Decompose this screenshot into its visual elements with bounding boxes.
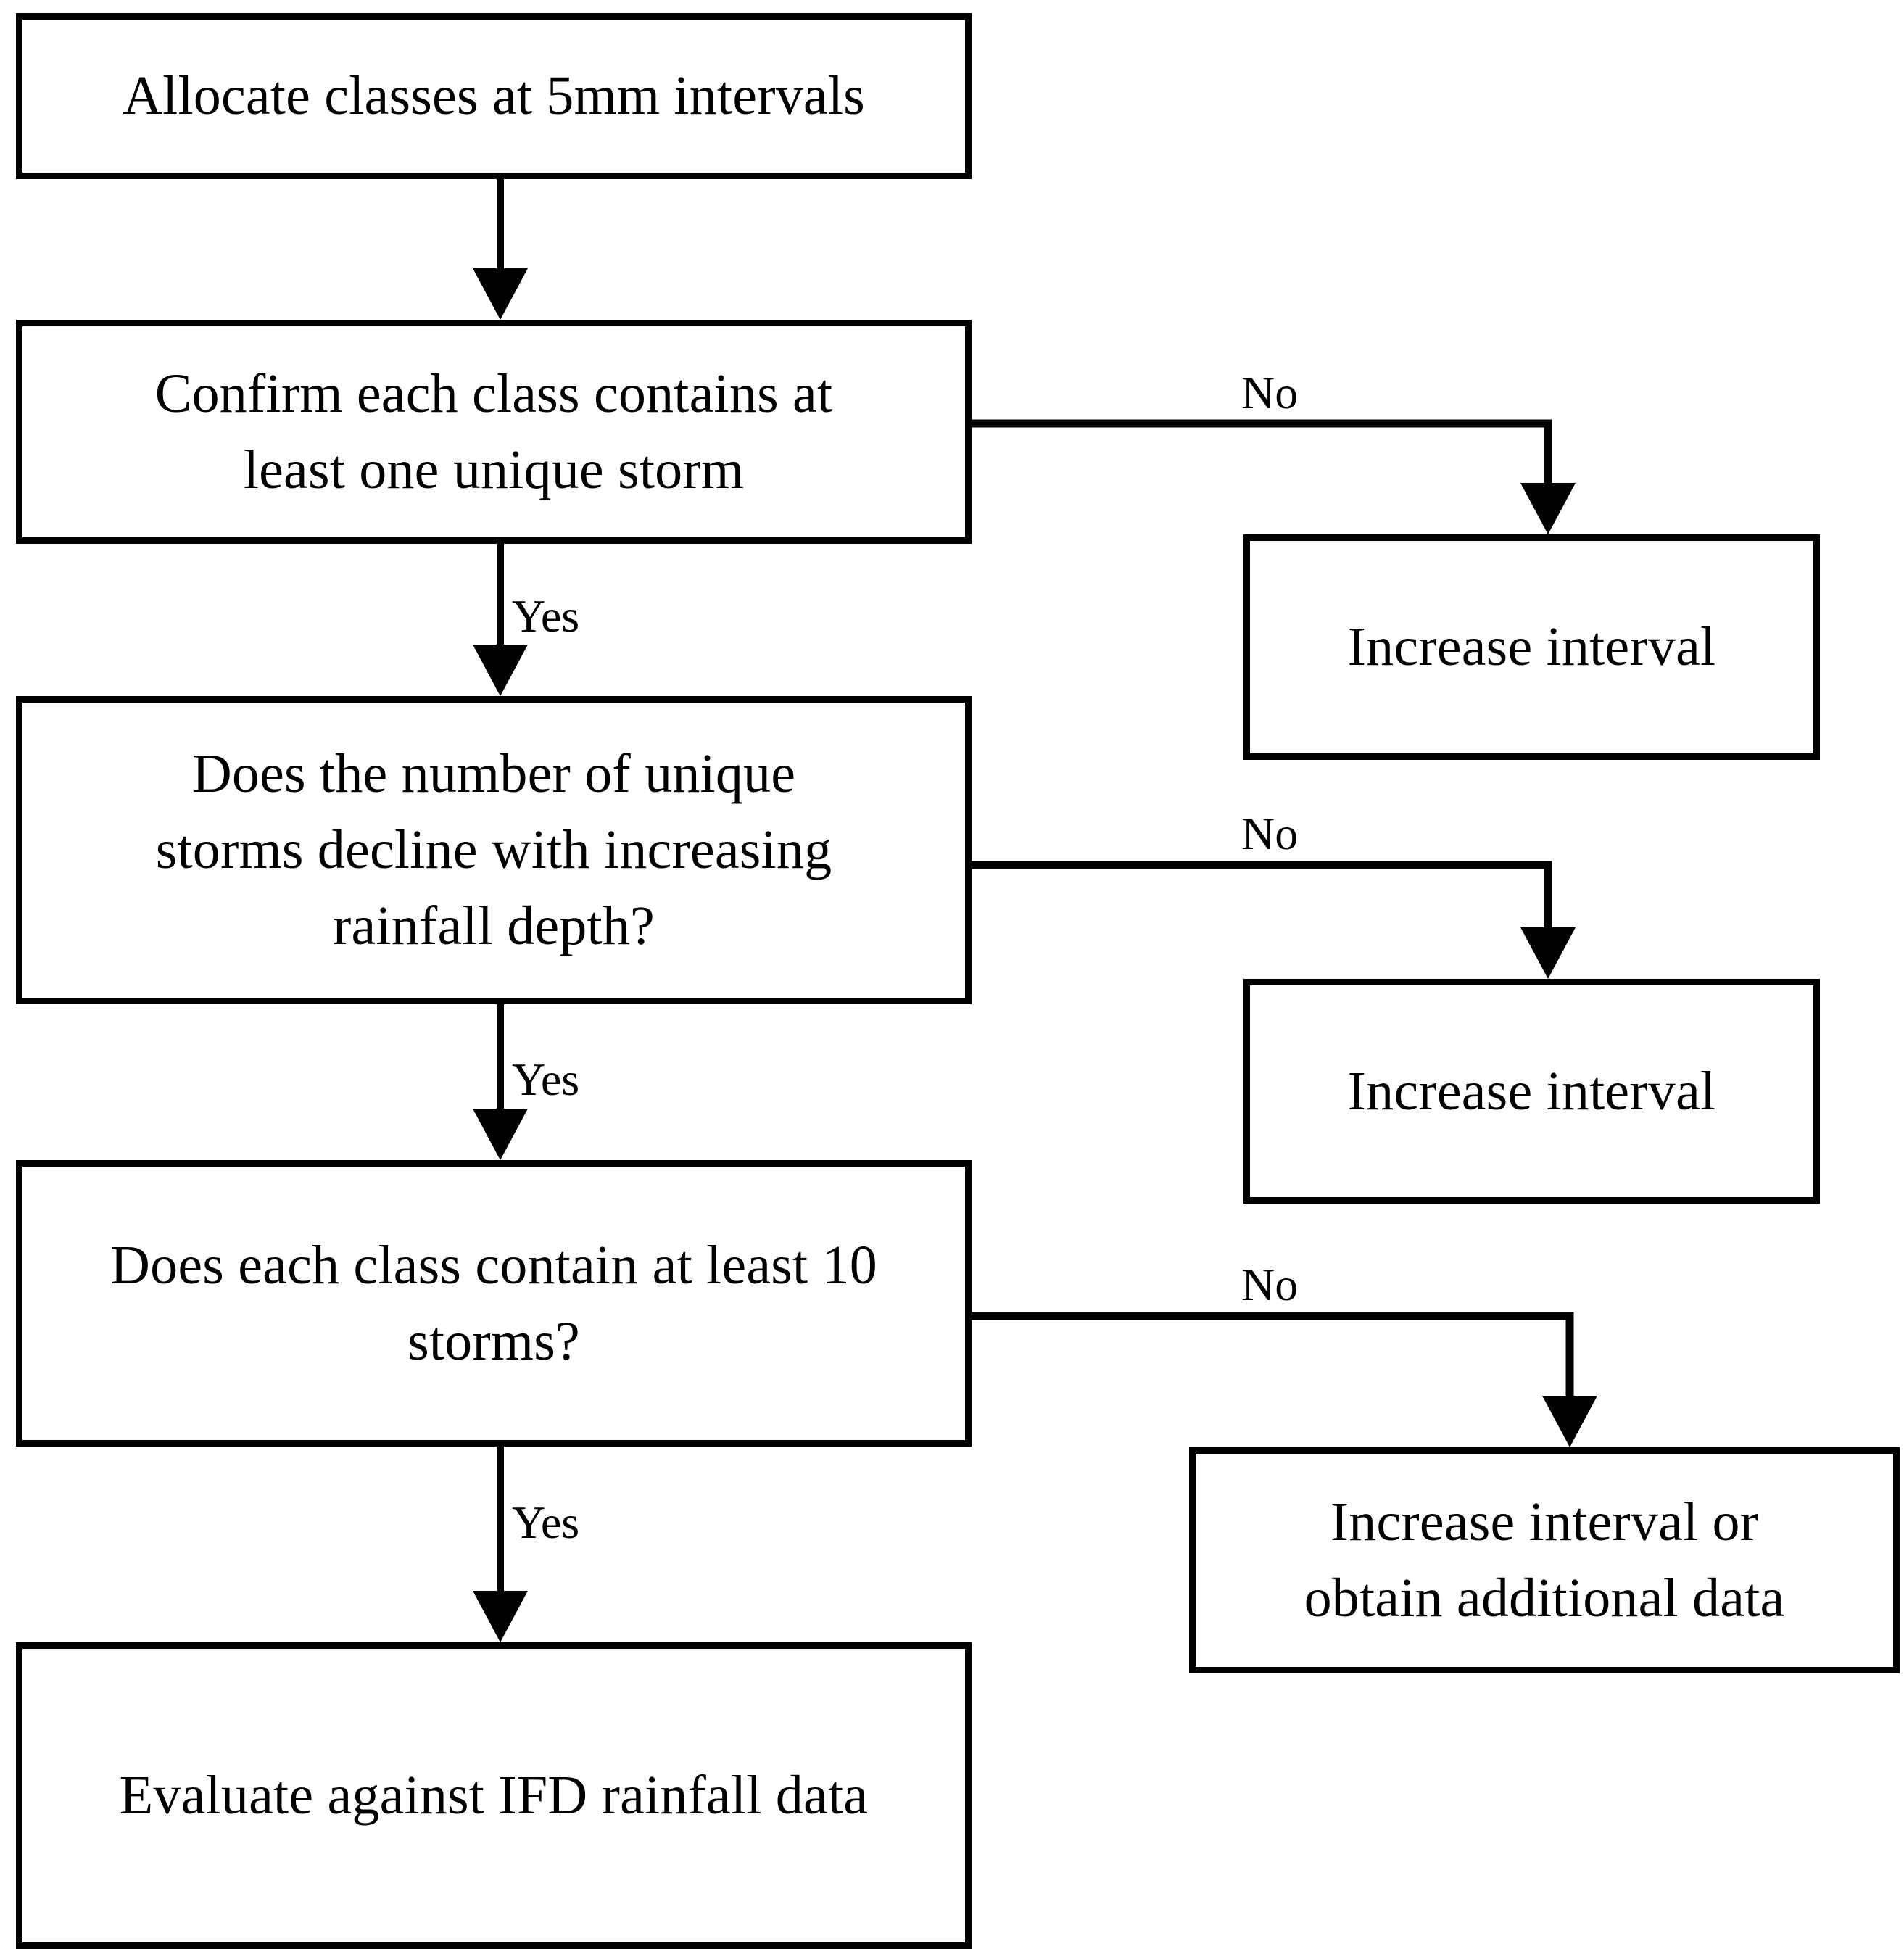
node-increase-interval-1[interactable]: Increase interval — [1243, 534, 1820, 760]
node-increase-interval-2-label: Increase interval — [1347, 1060, 1716, 1122]
arrowhead-confirm-to-decline — [473, 645, 528, 696]
arrow-tenstorms-no-branch — [972, 1312, 1574, 1420]
arrowhead-allocate-to-confirm — [473, 268, 528, 320]
node-confirm-unique-storm[interactable]: Confirm each class contains at least one… — [16, 320, 972, 544]
arrowhead-tenstorms-to-evaluate — [473, 1591, 528, 1642]
edge-label-no-1: No — [1241, 367, 1299, 418]
arrow-decline-no-branch — [972, 861, 1552, 952]
node-at-least-10-storms-label: Does each class contain at least 10 stor… — [110, 1234, 877, 1372]
node-increase-or-obtain-data-label: Increase interval or obtain additional d… — [1304, 1491, 1785, 1629]
node-allocate-classes[interactable]: Allocate classes at 5mm intervals — [16, 13, 972, 179]
arrowhead-decline-no-branch — [1520, 927, 1576, 979]
edge-label-yes-3: Yes — [512, 1497, 580, 1548]
node-evaluate-ifd[interactable]: Evaluate against IFD rainfall data — [16, 1642, 972, 1949]
node-evaluate-ifd-label: Evaluate against IFD rainfall data — [119, 1765, 869, 1826]
edge-label-no-2: No — [1241, 808, 1299, 859]
edge-label-yes-2: Yes — [512, 1054, 580, 1105]
arrowhead-decline-to-tenstorms — [473, 1109, 528, 1160]
arrowhead-tenstorms-no-branch — [1542, 1396, 1597, 1447]
edge-label-yes-1: Yes — [512, 590, 580, 642]
node-unique-decline-label: Does the number of unique storms decline… — [155, 743, 832, 956]
node-increase-interval-2[interactable]: Increase interval — [1243, 979, 1820, 1204]
edge-label-no-3: No — [1241, 1259, 1299, 1310]
node-increase-or-obtain-data[interactable]: Increase interval or obtain additional d… — [1189, 1447, 1900, 1673]
node-increase-interval-1-label: Increase interval — [1347, 616, 1716, 678]
node-confirm-unique-storm-label: Confirm each class contains at least one… — [154, 363, 833, 500]
node-unique-decline[interactable]: Does the number of unique storms decline… — [16, 696, 972, 1004]
arrowhead-confirm-no-branch — [1520, 483, 1576, 534]
arrow-confirm-no-branch — [972, 419, 1552, 508]
node-at-least-10-storms[interactable]: Does each class contain at least 10 stor… — [16, 1160, 972, 1447]
node-allocate-classes-label: Allocate classes at 5mm intervals — [123, 65, 865, 127]
